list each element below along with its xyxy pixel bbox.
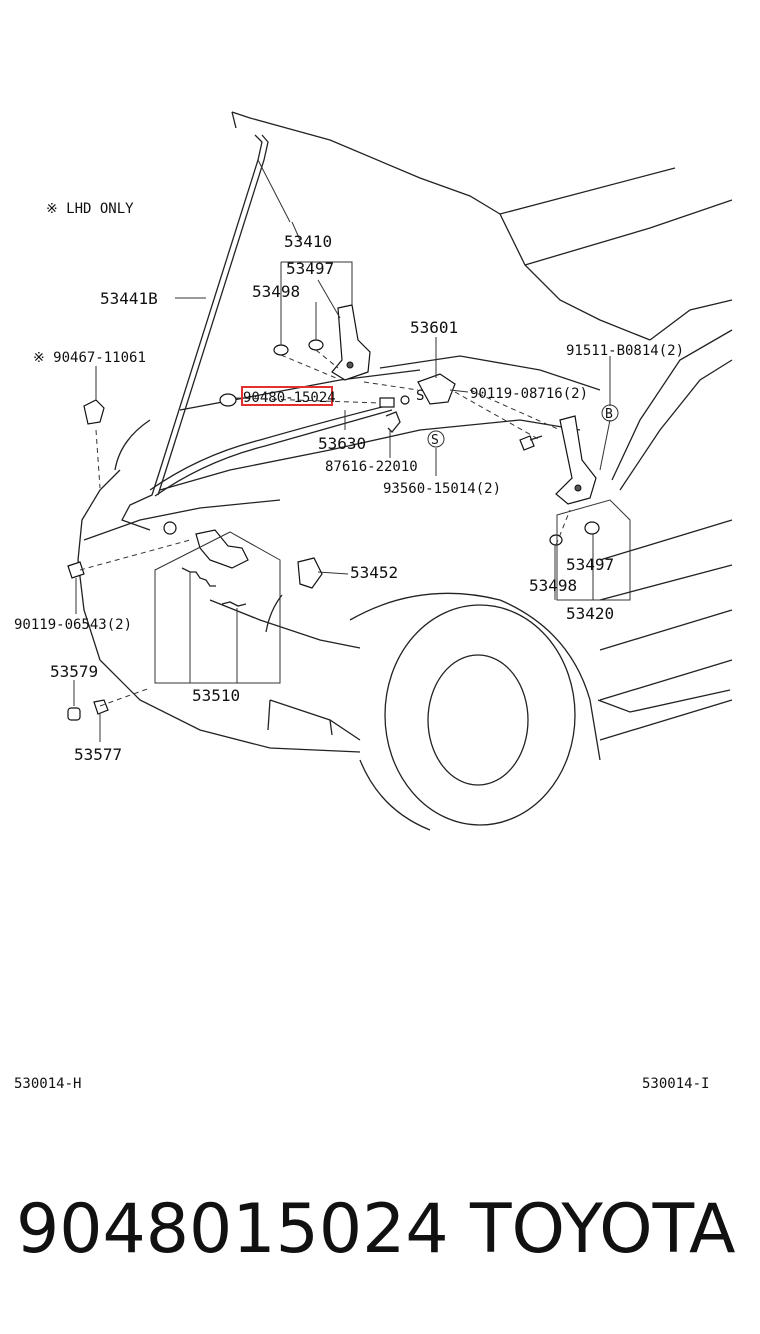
label-53452[interactable]: 53452 (350, 563, 398, 582)
label-53630[interactable]: 53630 (318, 434, 366, 453)
label-53577[interactable]: 53577 (74, 745, 122, 764)
hood-hinge-right (555, 415, 597, 505)
lhd-only-note: ※ LHD ONLY (46, 201, 134, 217)
mark-b: B (605, 407, 613, 422)
label-90480-15024[interactable]: 90480-15024 (243, 390, 336, 406)
label-93560-15014[interactable]: 93560-15014(2) (383, 481, 501, 497)
label-53579[interactable]: 53579 (50, 662, 98, 681)
hood-lock (154, 529, 281, 684)
hood-hinge-left (331, 304, 371, 381)
footer-brand: TOYOTA (470, 1190, 736, 1269)
label-90119-06543[interactable]: 90119-06543(2) (14, 617, 132, 633)
label-53498-top[interactable]: 53498 (252, 282, 300, 301)
label-53420[interactable]: 53420 (566, 604, 614, 623)
label-90119-08716[interactable]: 90119-08716(2) (470, 386, 588, 402)
hood-support-rod (121, 134, 269, 535)
label-53601[interactable]: 53601 (410, 318, 458, 337)
label-53497-bottom[interactable]: 53497 (566, 555, 614, 574)
label-53410[interactable]: 53410 (284, 232, 332, 251)
dashed-refs (79, 349, 571, 707)
release-cable (149, 395, 410, 497)
mark-s: S (431, 433, 439, 448)
label-87616-22010[interactable]: 87616-22010 (325, 459, 418, 475)
label-90467-11061[interactable]: ※ 90467-11061 (33, 350, 146, 366)
label-53441b[interactable]: 53441B (100, 289, 158, 308)
leader-lines (73, 159, 631, 742)
page-ref-left: 530014-H (14, 1076, 81, 1092)
small-parts (67, 339, 600, 721)
label-53498-bottom[interactable]: 53498 (529, 576, 577, 595)
mark-s-small: S (416, 388, 424, 404)
label-91511-b0814[interactable]: 91511-B0814(2) (566, 343, 684, 359)
part-highlight-box (241, 386, 333, 406)
page-ref-right: 530014-I (642, 1076, 709, 1092)
label-53510[interactable]: 53510 (192, 686, 240, 705)
part-labels: ※ LHD ONLY 53410 53497 53498 53441B ※ 90… (14, 201, 684, 764)
circle-marks: S S B (416, 388, 619, 448)
footer-part-number: 9048015024 (16, 1190, 449, 1269)
label-53497-top[interactable]: 53497 (286, 259, 334, 278)
